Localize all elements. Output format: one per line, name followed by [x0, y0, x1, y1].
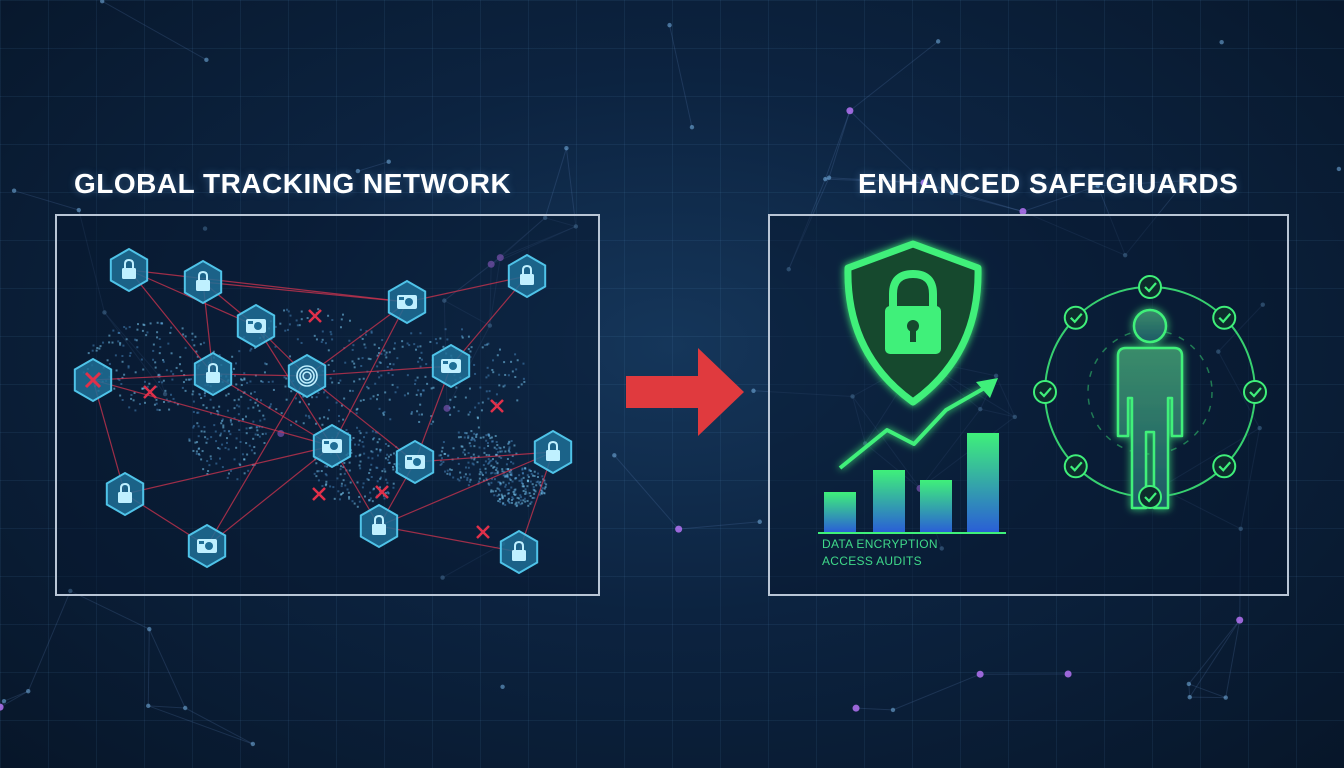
network-node-camera-icon [431, 343, 471, 389]
network-node-camera-icon [312, 423, 352, 469]
checkmark-icon [1243, 380, 1267, 404]
right-panel-title: ENHANCED SAFEGIUARDS [858, 168, 1239, 199]
checkmark-icon [1138, 485, 1162, 509]
checkmark-icon [1063, 454, 1088, 479]
tracking-connection-lines [92, 269, 554, 553]
safeguard-labels: DATA ENCRYPTION ACCESS AUDITS [822, 536, 938, 570]
tracking-network-panel [55, 214, 600, 596]
network-node-camera-icon [387, 279, 427, 325]
checkmark-icon [1138, 275, 1162, 299]
network-node-camera-icon [236, 303, 276, 349]
left-panel-title: GLOBAL TRACKING NETWORK [74, 168, 512, 199]
transition-arrow-icon [626, 348, 744, 436]
network-node-lock-icon [105, 471, 145, 517]
network-node-lock-icon [359, 503, 399, 549]
network-node-lock-icon [183, 259, 223, 305]
blocked-x-icon [308, 309, 322, 323]
checkmark-icon [1033, 380, 1057, 404]
person-checkmarks-icon [1033, 275, 1267, 510]
network-node-fingerprint-icon [287, 353, 327, 399]
blocked-x-icon [476, 525, 490, 539]
safeguards-illustration [818, 240, 1267, 534]
network-node-lock-icon [499, 529, 539, 575]
network-node-blocked-x-icon [73, 357, 113, 403]
network-node-camera-icon [187, 523, 227, 569]
blocked-x-icon [490, 399, 504, 413]
shield-lock-icon [844, 240, 982, 406]
network-node-lock-icon [193, 351, 233, 397]
tracking-network-map [73, 247, 573, 575]
checkmark-icon [1063, 305, 1088, 330]
checkmark-icon [1212, 305, 1237, 330]
network-node-lock-icon [507, 253, 547, 299]
blocked-x-icon [143, 385, 157, 399]
checkmark-icon [1212, 454, 1237, 479]
world-map-dots [82, 308, 548, 508]
network-node-lock-icon [109, 247, 149, 293]
blocked-x-icon [312, 487, 326, 501]
checkmark-badges [1033, 275, 1267, 509]
label-access-audits: ACCESS AUDITS [822, 554, 922, 568]
label-data-encryption: DATA ENCRYPTION [822, 537, 938, 551]
network-node-lock-icon [533, 429, 573, 475]
blocked-x-icon [375, 485, 389, 499]
network-node-camera-icon [395, 439, 435, 485]
safeguards-panel: DATA ENCRYPTION ACCESS AUDITS [768, 214, 1289, 596]
tracking-nodes [73, 247, 573, 575]
growth-bar-chart-icon [818, 378, 1006, 534]
